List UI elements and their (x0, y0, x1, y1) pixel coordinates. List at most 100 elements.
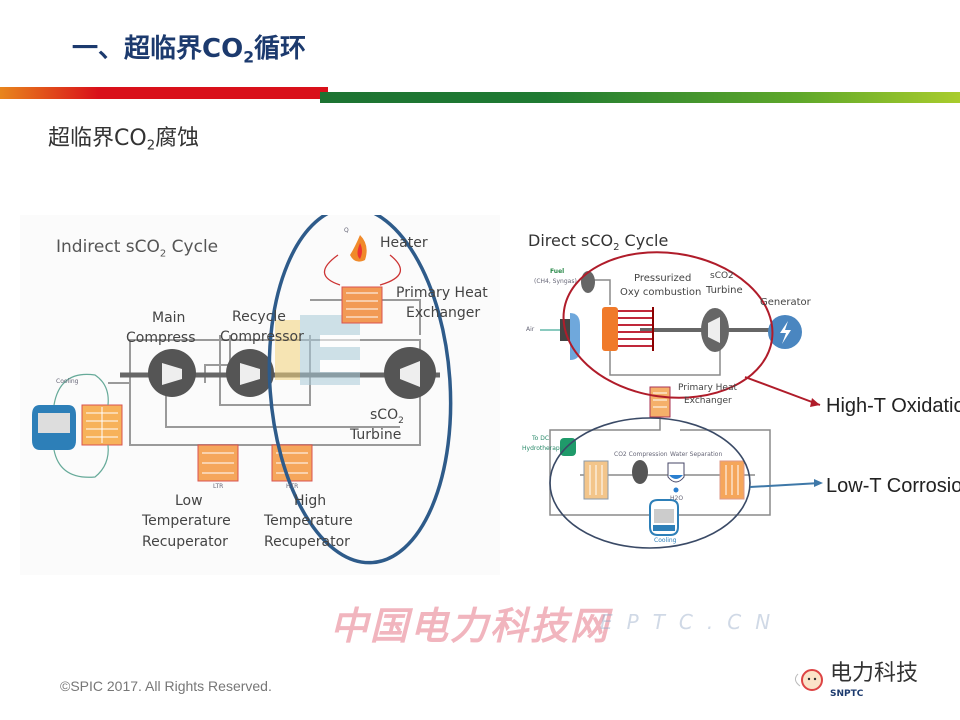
turbine-label-1: sCO2 (370, 407, 404, 427)
direct-phx-label-1: Primary Heat (678, 383, 737, 393)
brand-mascot-icon (794, 669, 823, 691)
main-compressor-label-2: Compress (126, 330, 196, 346)
combustion-label-1: Pressurized (634, 273, 692, 284)
indirect-heading: Indirect sCO2 Cycle (56, 237, 218, 260)
turbine-icon (384, 347, 436, 399)
high-temp-region-ellipse (267, 215, 453, 565)
outer-loop-pipe (108, 339, 421, 446)
low-t-arrowhead (814, 479, 823, 487)
water-separator-icon (667, 462, 685, 493)
direct-cooling-label: Cooling (654, 537, 677, 544)
ltr-label-3: Recuperator (142, 534, 228, 550)
subtitle-subscript: 2 (146, 138, 156, 154)
watermark-en: EPTC.CN (600, 610, 785, 634)
title-text: 一、超临界CO (72, 34, 244, 64)
heat-q-label: Q (344, 227, 349, 234)
brand-text: 电力科技 (830, 661, 919, 686)
brand-logo: 电力科技 SNPTC (790, 662, 950, 702)
return-pipe (609, 335, 721, 376)
fuel-pipe (590, 279, 611, 305)
title-suffix: 循环 (254, 34, 307, 64)
heater-flame-icon (350, 235, 367, 262)
subtitle-suffix: 腐蚀 (155, 126, 200, 151)
watermark-logo (275, 315, 360, 385)
air-label: Air (526, 326, 535, 333)
direct-cycle-svg (540, 251, 823, 549)
high-t-arrowhead (810, 398, 820, 407)
to-dc-sub-label: Hydrotherapy (522, 445, 564, 452)
low-t-arrow (749, 482, 821, 488)
heater-loop (323, 254, 401, 286)
direct-turbine-label-1: sCO2 (710, 271, 734, 281)
header-bar-red (0, 87, 328, 99)
watermark-cn: 中国电力科技网 (330, 604, 611, 648)
main-compressor-icon (148, 349, 196, 397)
ltr-tag: LTR (213, 483, 224, 490)
primary-hx-label-1: Primary Heat (396, 285, 488, 301)
ltr-label-1: Low (175, 493, 203, 509)
brand-logo-text: SNPTC (830, 689, 864, 699)
header-bar-green (320, 92, 960, 103)
generator-label: Generator (760, 297, 811, 308)
low-temp-recuperator-icon (197, 444, 239, 482)
cooling-loop-top (53, 373, 109, 406)
cooling-tank-icon (32, 405, 76, 450)
direct-heading-sub: 2 (613, 242, 620, 254)
direct-cycle-diagram: Direct sCO2 Cycle Fuel (CH4, Syngas) Air… (520, 225, 830, 570)
htr-label-1: High (294, 493, 327, 509)
direct-phx-label-2: Exchanger (684, 396, 732, 406)
low-recuperator-right-icon (719, 460, 745, 500)
direct-turbine-label-2: Turbine (706, 285, 743, 296)
ltr-label-2: Temperature (142, 513, 231, 529)
indirect-heading-sub: 2 (159, 248, 167, 260)
h2o-label: H2O (670, 495, 684, 502)
direct-heading-suffix: Cycle (619, 231, 669, 250)
indirect-heading-text: Indirect sCO (56, 237, 160, 257)
turbine-label-text: sCO (370, 407, 399, 423)
turbine-label-2: Turbine (350, 427, 402, 443)
low-recuperator-left-icon (583, 460, 609, 500)
high-t-oxidation-label: High-T Oxidation (826, 395, 960, 417)
co2-compression-label: CO2 Compression (614, 451, 668, 458)
slide-title: 一、超临界CO2循环 (72, 28, 306, 66)
cooler-heat-exchanger-icon (81, 404, 123, 446)
htr-label-2: Temperature (264, 513, 353, 529)
indirect-cycle-diagram: Indirect sCO2 Cycle Q Heater Primary Hea… (20, 215, 500, 575)
htr-label-3: Recuperator (264, 534, 350, 550)
indirect-cycle-svg (32, 215, 453, 565)
fuel-label: Fuel (550, 268, 565, 275)
water-separation-label: Water Separation (670, 451, 723, 458)
combustion-label-2: Oxy combustion (620, 287, 702, 298)
generator-icon (768, 315, 802, 349)
turbine-label-sub: 2 (398, 415, 404, 426)
heater-label: Heater (380, 235, 428, 251)
direct-turbine-icon (701, 308, 729, 352)
low-t-corrosion-label: Low-T Corrosion (826, 475, 960, 497)
copyright-footer: ©SPIC 2017. All Rights Reserved. (60, 678, 272, 694)
cooling-loop-bottom (53, 444, 109, 478)
direct-heading: Direct sCO2 Cycle (528, 231, 668, 254)
htr-tag: HTR (286, 483, 299, 490)
direct-cooling-tank-icon (649, 499, 679, 536)
recycle-compressor-label-1: Recycle (232, 309, 286, 325)
direct-primary-hx-icon (649, 386, 671, 418)
direct-heading-text: Direct sCO (528, 231, 614, 250)
high-t-arrow (744, 376, 821, 406)
slide-subtitle: 超临界CO2腐蚀 (48, 120, 199, 154)
to-dc-label: To DC (532, 435, 550, 442)
title-subscript: 2 (243, 48, 255, 67)
primary-heat-exchanger-icon (341, 286, 383, 324)
primary-hx-label-2: Exchanger (406, 305, 481, 321)
recycle-compressor-label-2: Compressor (220, 329, 304, 345)
phx-pipe (370, 299, 421, 335)
co2-compressor-icon (632, 460, 648, 484)
recycle-compressor-icon (226, 349, 274, 397)
combustor-icon (602, 307, 654, 351)
subtitle-text: 超临界CO (48, 126, 147, 151)
fuel-compressor-icon (581, 271, 595, 293)
inner-pipe (165, 375, 400, 428)
main-compressor-label-1: Main (152, 310, 186, 326)
high-temp-region-ellipse (562, 251, 774, 399)
indirect-heading-suffix: Cycle (166, 237, 219, 257)
fuel-sub-label: (CH4, Syngas) (534, 278, 577, 285)
